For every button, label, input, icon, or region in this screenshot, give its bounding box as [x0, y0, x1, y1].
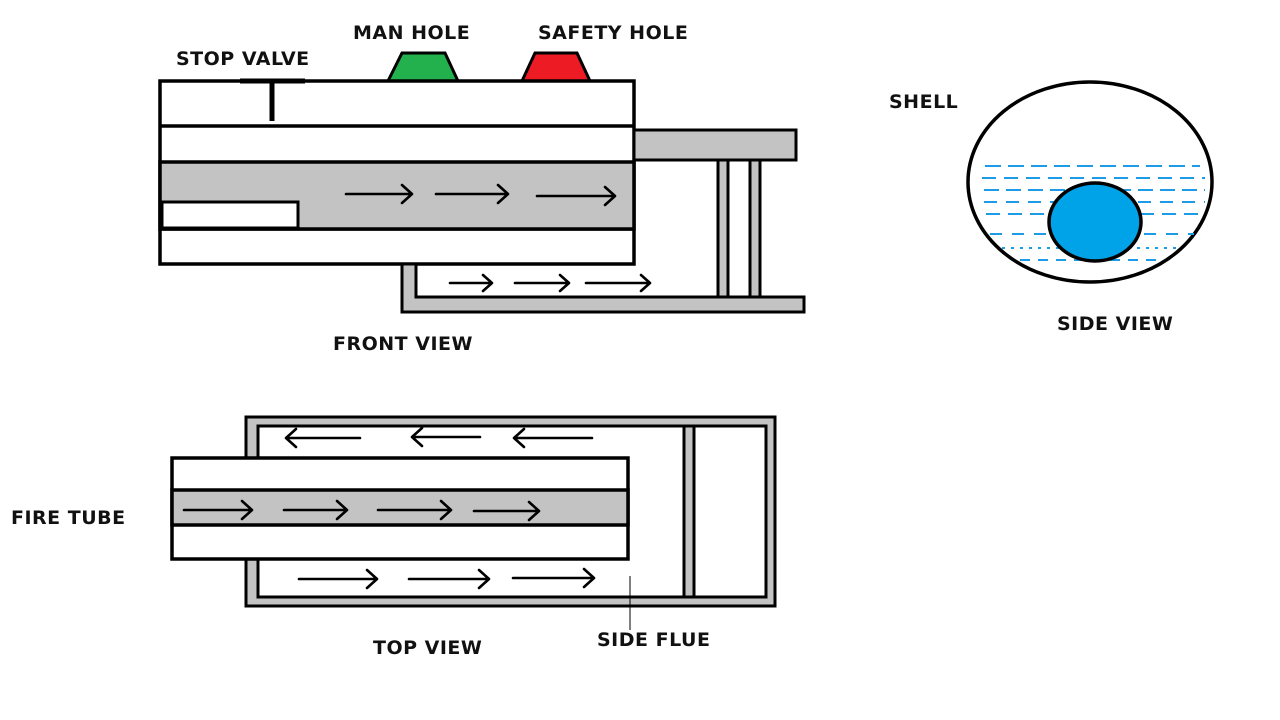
flow-arrow-icon — [535, 185, 617, 207]
flow-arrow-icon — [407, 568, 491, 590]
bottom-flue-arrows — [448, 273, 652, 293]
chimney-shaft — [748, 158, 762, 300]
flow-arrow-icon — [472, 500, 541, 522]
rear-chimney-wall — [682, 424, 696, 599]
top-view-label: TOP VIEW — [373, 637, 482, 659]
side-view-label: SIDE VIEW — [1057, 313, 1173, 335]
flow-arrow-icon — [182, 499, 254, 521]
chimney-duct — [632, 128, 798, 162]
fire-tube-label: FIRE TUBE — [11, 507, 126, 529]
stop-valve-label: STOP VALVE — [176, 48, 310, 70]
fire-tube-section — [1047, 181, 1143, 263]
flow-arrow-icon — [376, 499, 453, 521]
return-arrow-icon — [284, 427, 362, 449]
flow-arrow-icon — [434, 183, 510, 205]
flow-arrow-icon — [584, 273, 652, 293]
return-arrow-icon — [512, 427, 594, 449]
chimney-shaft — [716, 158, 730, 300]
shell-label: SHELL — [889, 91, 958, 113]
safety-hole-icon — [519, 51, 593, 83]
front-view — [158, 51, 806, 314]
lower-flue-arrows — [297, 567, 596, 590]
upper-flue-arrows — [284, 426, 594, 449]
man-hole-icon — [385, 51, 461, 83]
top-view — [170, 415, 777, 630]
flow-arrow-icon — [511, 567, 596, 589]
flow-arrow-icon — [513, 273, 571, 293]
side-view — [966, 80, 1214, 284]
fire-tube — [170, 488, 630, 527]
flow-arrow-icon — [448, 273, 494, 293]
bottom-flue — [400, 262, 806, 314]
front-view-label: FRONT VIEW — [333, 333, 473, 355]
flue-flow-arrows — [344, 183, 617, 207]
safety-hole-label: SAFETY HOLE — [538, 22, 688, 44]
stop-valve-icon — [240, 78, 305, 121]
flow-arrow-icon — [344, 183, 414, 205]
flow-arrow-icon — [282, 499, 349, 521]
flow-arrow-icon — [297, 568, 379, 590]
side-flue-label: SIDE FLUE — [597, 629, 710, 651]
fire-tube-arrows — [182, 499, 541, 522]
man-hole-label: MAN HOLE — [353, 22, 470, 44]
furnace-grate — [160, 200, 300, 230]
return-arrow-icon — [410, 426, 482, 448]
